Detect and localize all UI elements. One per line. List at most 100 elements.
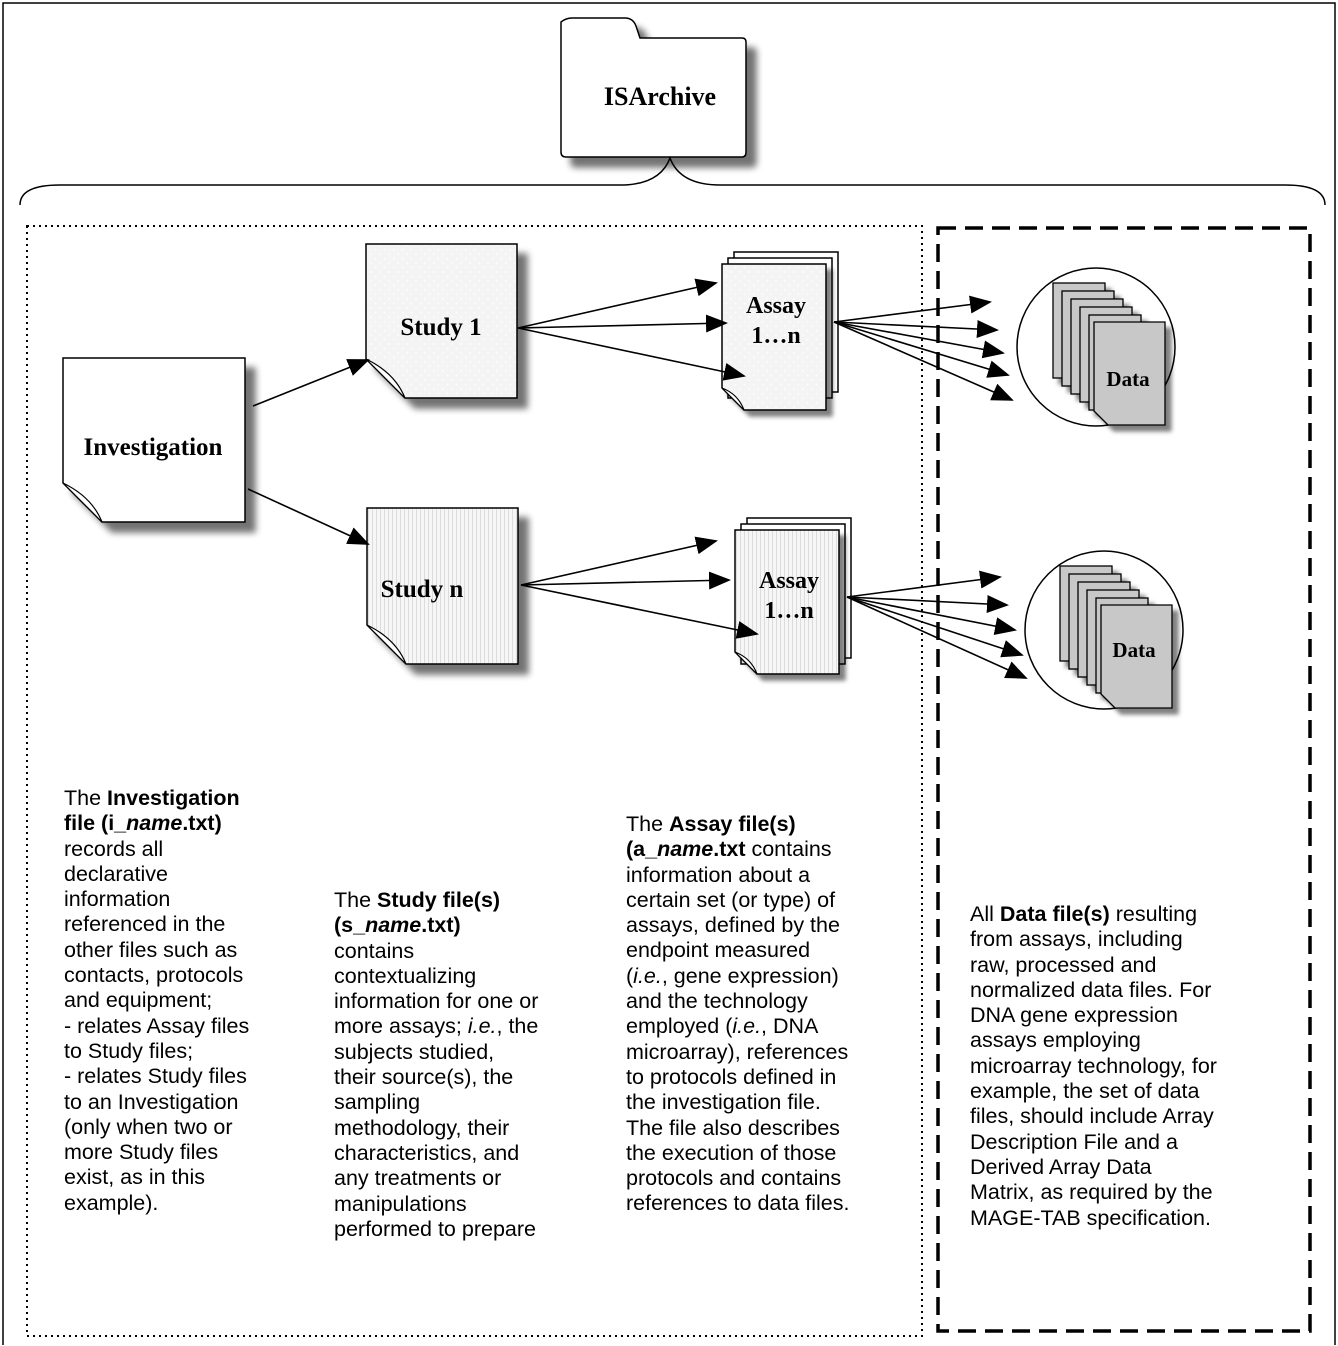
text-line: their source(s), the <box>334 1065 514 1090</box>
text-line: assays employing <box>970 1028 1141 1053</box>
text: The <box>64 786 108 810</box>
text-bold-italic: name <box>126 811 183 836</box>
text-bold: .txt) <box>421 913 461 938</box>
arrow-assayn-data <box>846 596 1028 679</box>
text-italic: i.e. <box>732 1014 762 1039</box>
text-line: to Study files; <box>64 1038 194 1063</box>
text-line: other files such as <box>64 937 238 962</box>
investigation-description: The Investigation file (i_name.txt) reco… <box>64 786 249 1216</box>
arrow-assayn-data <box>846 570 1002 598</box>
text: The <box>626 812 670 836</box>
text-line: declarative <box>64 861 168 886</box>
text-bold: file (i_ <box>64 811 127 836</box>
text: ( <box>626 963 634 988</box>
text: , the <box>496 1014 539 1039</box>
text-line: (only when two or <box>64 1114 233 1139</box>
arrow-investigation-studyn <box>247 488 370 545</box>
text-bold: (s_ <box>334 913 366 938</box>
text-line: The file also describes <box>626 1115 840 1140</box>
data-2-label: Data <box>1112 638 1156 662</box>
study-1-fold <box>365 358 406 399</box>
text-bold: Study file(s) <box>377 888 501 912</box>
text-line: Description File and a <box>970 1129 1178 1154</box>
text-line: example, the set of data <box>970 1079 1200 1104</box>
arrow-investigation-study1 <box>252 359 370 407</box>
text-bold-italic: name <box>365 913 422 938</box>
arrow-assay1-data <box>833 321 1010 378</box>
text: more assays; <box>334 1014 468 1039</box>
text-line: normalized data files. For <box>970 977 1212 1002</box>
arrow-assay1-data <box>833 321 1005 359</box>
text-line: sampling <box>334 1090 421 1115</box>
data-description: All Data file(s) resulting from assays, … <box>970 902 1217 1231</box>
investigation-label: Investigation <box>84 434 223 461</box>
data-files-container <box>936 226 1312 1333</box>
text-line: raw, processed and <box>970 952 1157 977</box>
text-bold-italic: name <box>657 837 714 862</box>
text-bold: .txt <box>713 837 746 862</box>
arrow-studyn-assay <box>520 571 731 590</box>
assay-1-label-line2: 1…n <box>751 323 800 349</box>
text-line: contacts, protocols <box>64 963 244 988</box>
text-line: records all <box>64 836 164 861</box>
text-bold: .txt) <box>182 811 222 836</box>
text-line: MAGE-TAB specification. <box>970 1205 1211 1230</box>
text-line: references to data files. <box>626 1191 850 1216</box>
text-bold: Investigation <box>107 786 240 810</box>
investigation-fold <box>62 482 103 523</box>
text: contains <box>745 837 832 862</box>
text-italic: i.e. <box>633 963 662 988</box>
arrow-assay1-data <box>833 320 999 339</box>
text-line: characteristics, and <box>334 1140 520 1165</box>
text-bold: Data file(s) <box>999 902 1110 926</box>
data-1-label: Data <box>1106 367 1150 391</box>
arrow-assay1-data <box>833 295 992 323</box>
arrow-assayn-data <box>846 596 1017 635</box>
text: , DNA <box>761 1014 819 1039</box>
text: All <box>970 902 1000 926</box>
text-line: DNA gene expression <box>970 1003 1178 1028</box>
text-line: the execution of those <box>626 1140 837 1165</box>
arrow-study1-assay <box>517 278 718 329</box>
text-line: more Study files <box>64 1140 219 1165</box>
text-line: subjects studied, <box>334 1039 495 1064</box>
text-line: certain set (or type) of <box>626 887 836 912</box>
text-line: - relates Assay files <box>64 1013 250 1038</box>
text-line: Matrix, as required by the <box>970 1180 1213 1205</box>
assay-1-label-line1: Assay <box>746 293 806 319</box>
text-bold: (a_ <box>626 837 658 862</box>
isarchive-label: ISArchive <box>604 82 716 111</box>
text-line: example). <box>64 1190 159 1215</box>
text-line: contains <box>334 938 415 963</box>
arrow-assayn-data <box>846 595 1009 613</box>
text-line: to protocols defined in <box>626 1064 837 1089</box>
text-line: from assays, including <box>970 927 1183 952</box>
text-line: protocols and contains <box>626 1166 842 1191</box>
text-line: and equipment; <box>64 988 213 1013</box>
study-n-label: Study n <box>381 576 464 603</box>
text-line: performed to prepare <box>334 1216 536 1241</box>
text-italic: i.e. <box>467 1014 497 1039</box>
study-n-fold <box>366 624 407 665</box>
text-line: to an Investigation <box>64 1089 239 1114</box>
arrow-assayn-data <box>846 596 1024 658</box>
text-line: any treatments or <box>334 1166 502 1191</box>
isarchive-folder-icon <box>560 17 747 158</box>
text-line: information for one or <box>334 989 539 1014</box>
assay-n-label-line1: Assay <box>759 568 819 594</box>
study-1-document-icon <box>365 243 518 399</box>
text: employed ( <box>626 1014 733 1039</box>
text-line: microarray), references <box>626 1039 849 1064</box>
text-line: endpoint measured <box>626 938 811 963</box>
investigation-document-icon <box>62 357 246 523</box>
text-line: the investigation file. <box>626 1090 821 1115</box>
text-line: exist, as in this <box>64 1165 205 1190</box>
relation-arrows <box>247 278 1028 679</box>
text-line: contextualizing <box>334 963 477 988</box>
study-1-label: Study 1 <box>400 314 481 341</box>
text: resulting <box>1109 902 1198 926</box>
text-line: information <box>64 887 171 912</box>
study-n-document-icon <box>366 507 519 665</box>
